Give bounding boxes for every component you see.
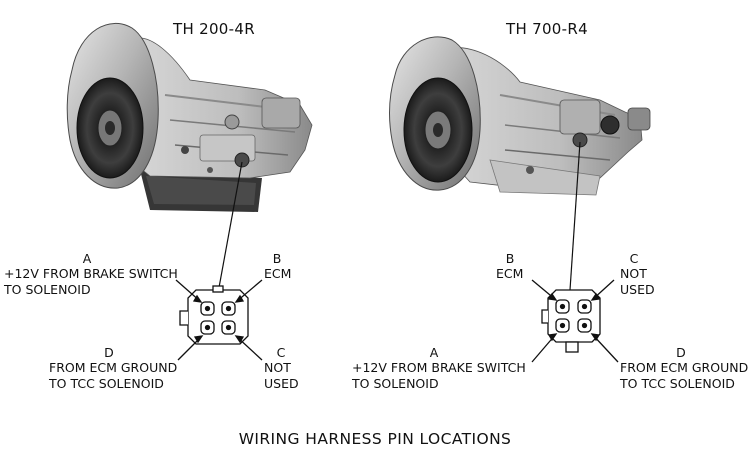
th200-pin-a-letter: A bbox=[82, 251, 92, 266]
th700-pin-b-label: ECM bbox=[496, 266, 523, 282]
th200-pin-a-line-1: +12V FROM BRAKE SWITCH bbox=[4, 266, 178, 281]
th200-pin-d-letter: D bbox=[104, 345, 114, 360]
th200-harness-connector bbox=[234, 152, 250, 168]
th700-transmission-illustration bbox=[389, 36, 651, 196]
th200-pin-d-line-1: FROM ECM GROUND bbox=[49, 360, 178, 375]
th700-pin-b-letter: B bbox=[505, 251, 515, 266]
th200-pin-d-line-2: TO TCC SOLENOID bbox=[49, 376, 164, 391]
th200-connector-diagram bbox=[175, 161, 263, 361]
th700-pin-d-line-2: TO TCC SOLENOID bbox=[620, 376, 735, 391]
th700-pin-c-label: NOT USED bbox=[620, 266, 655, 298]
th200-pin-d-label: FROM ECM GROUND TO TCC SOLENOID bbox=[49, 360, 177, 392]
th200-pin-b-label: ECM bbox=[264, 266, 291, 282]
th700-pin-a-label: +12V FROM BRAKE SWITCH TO SOLENOID bbox=[352, 360, 526, 392]
th200-pin-a-line-2: TO SOLENOID bbox=[4, 282, 91, 297]
th700-connector-diagram bbox=[531, 141, 619, 363]
th200-pin-b-line-1: ECM bbox=[264, 266, 292, 281]
th200-pin-c-letter: C bbox=[276, 345, 286, 360]
th700-pin-d-letter: D bbox=[676, 345, 686, 360]
th200-pin-c-line-2: USED bbox=[264, 376, 299, 391]
th200-title: TH 200-4R bbox=[173, 20, 255, 38]
th700-pin-c-line-2: USED bbox=[620, 282, 655, 297]
diagram-caption: WIRING HARNESS PIN LOCATIONS bbox=[238, 430, 512, 448]
th200-pin-c-label: NOT USED bbox=[264, 360, 299, 392]
th700-pin-b-line-1: ECM bbox=[496, 266, 524, 281]
th700-pin-c-line-1: NOT bbox=[620, 266, 647, 281]
th700-pin-d-line-1: FROM ECM GROUND bbox=[620, 360, 749, 375]
th200-transmission-illustration bbox=[66, 23, 313, 212]
th700-pin-a-line-1: +12V FROM BRAKE SWITCH bbox=[352, 360, 526, 375]
th200-pin-b-letter: B bbox=[272, 251, 282, 266]
th200-pin-a-label: +12V FROM BRAKE SWITCH TO SOLENOID bbox=[4, 266, 178, 298]
th700-pin-c-letter: C bbox=[629, 251, 639, 266]
th700-pin-a-letter: A bbox=[429, 345, 439, 360]
th700-pin-a-line-2: TO SOLENOID bbox=[352, 376, 439, 391]
th700-pin-d-label: FROM ECM GROUND TO TCC SOLENOID bbox=[620, 360, 748, 392]
th200-pin-c-line-1: NOT bbox=[264, 360, 291, 375]
th700-title: TH 700-R4 bbox=[506, 20, 588, 38]
